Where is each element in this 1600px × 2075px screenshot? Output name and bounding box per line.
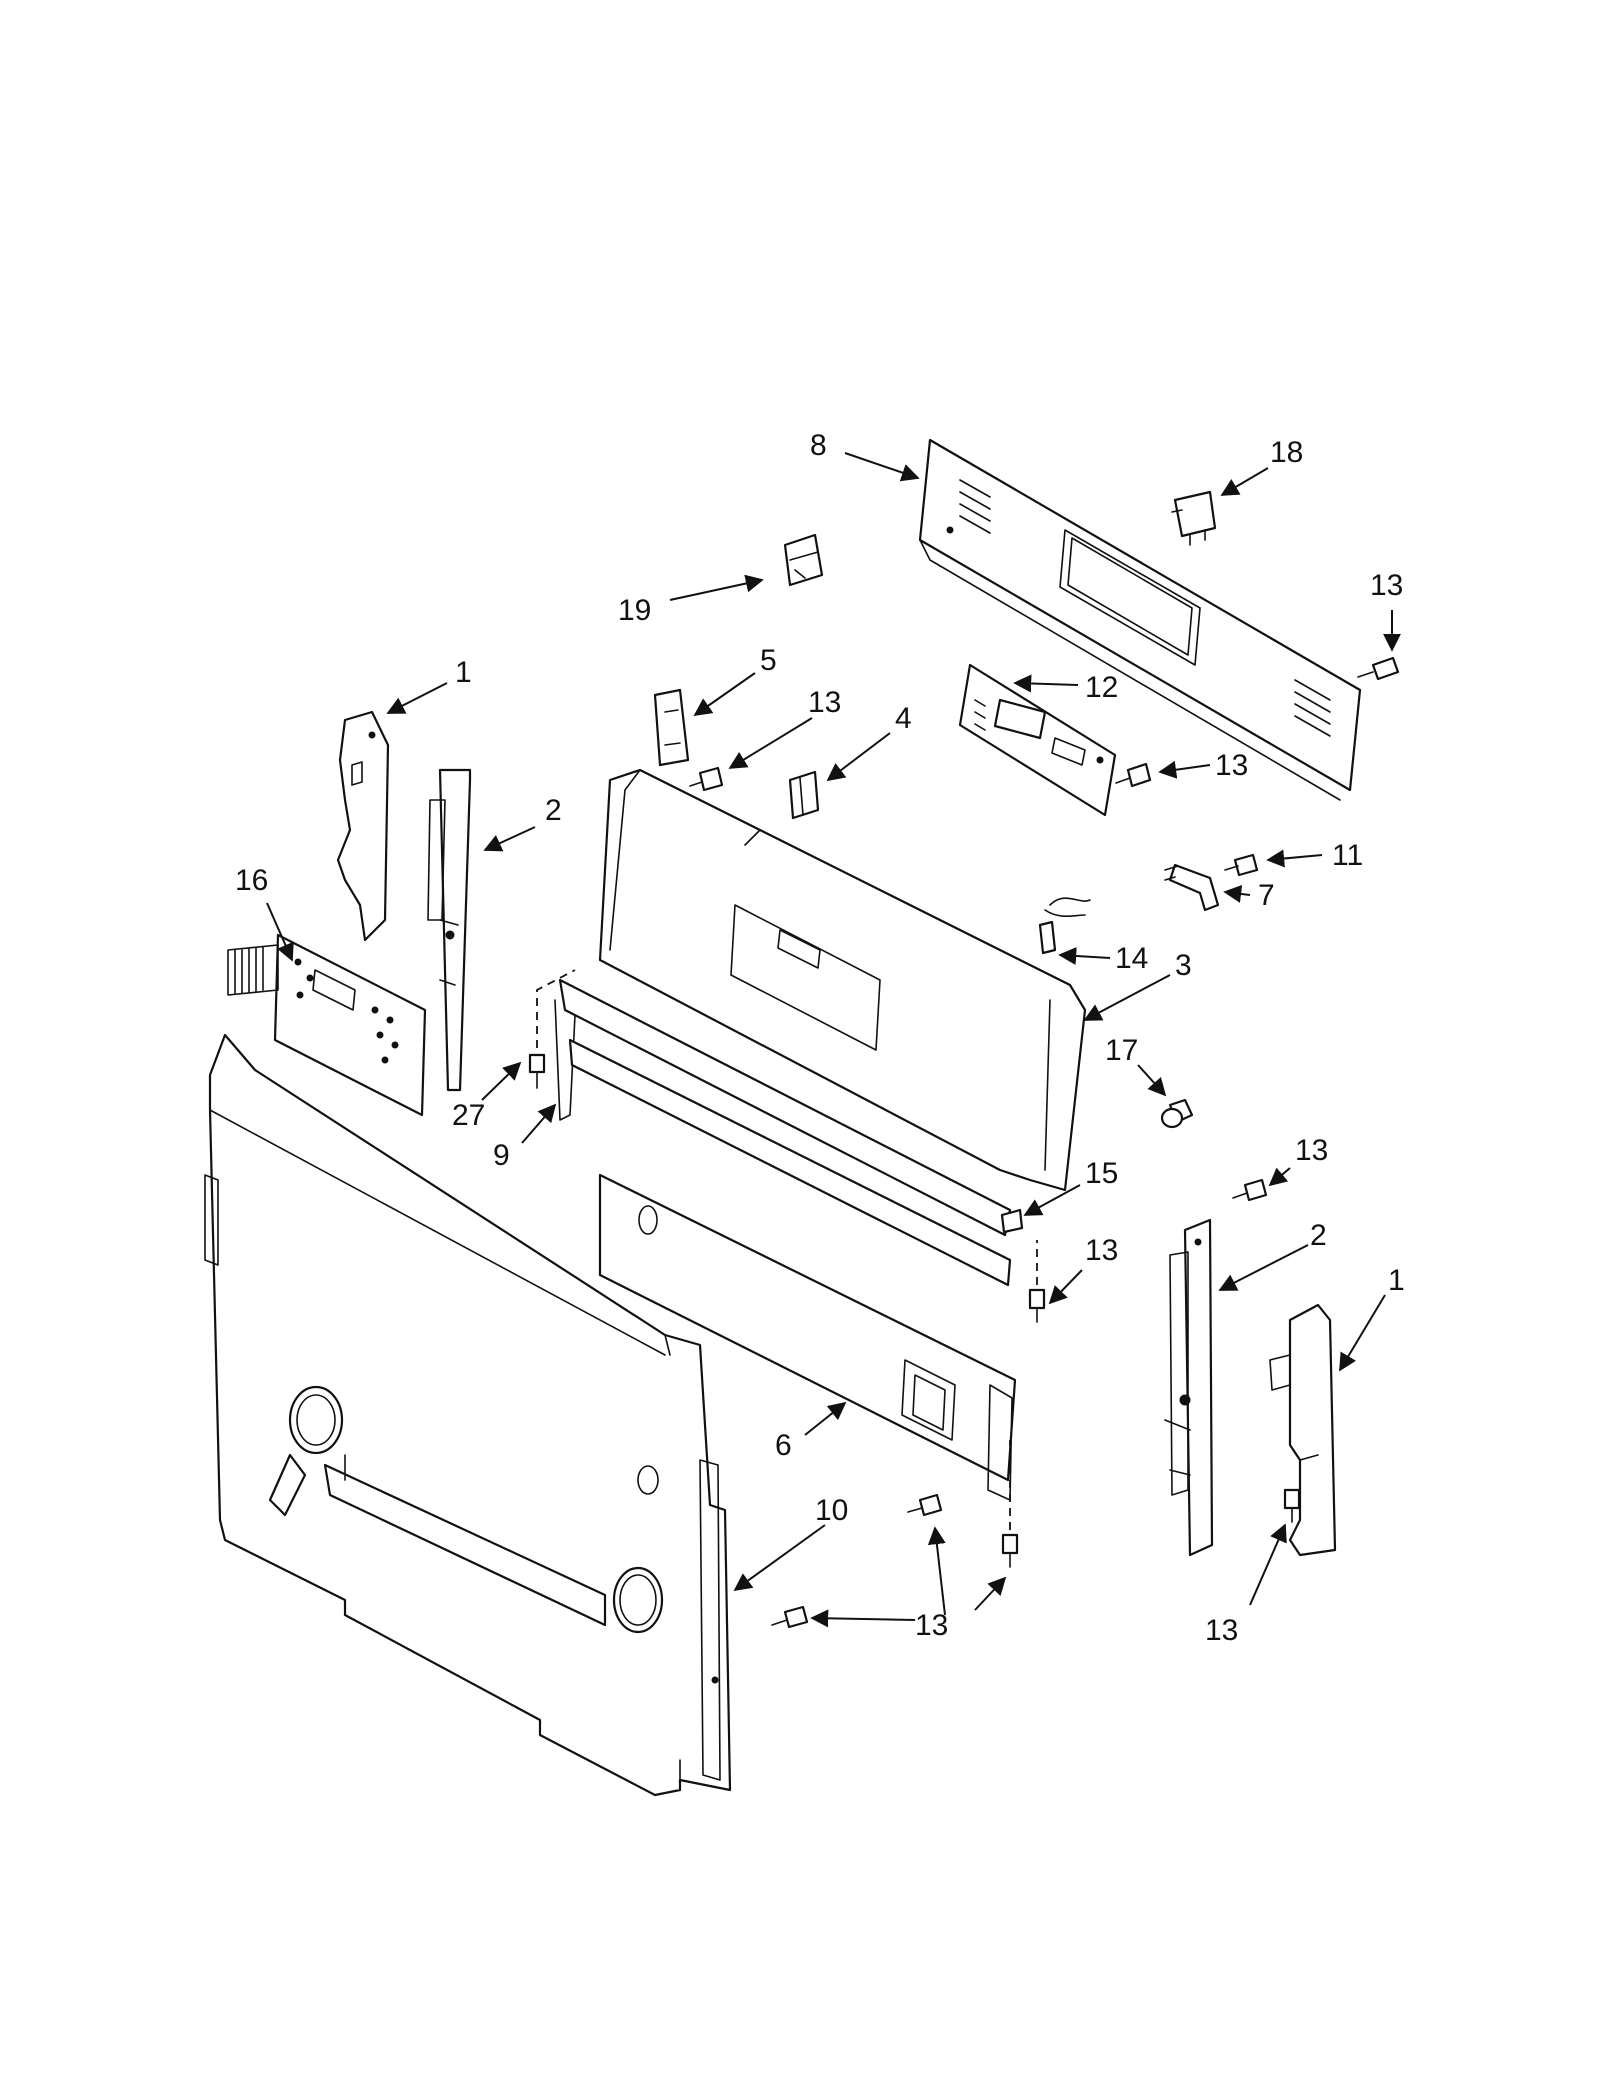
clip-part-19 (783, 533, 824, 587)
screw-13-a (1357, 656, 1400, 681)
leader-13-f-a (927, 1526, 946, 1616)
bracket-part-5 (653, 688, 690, 767)
leader-3 (1083, 974, 1171, 1021)
leader-13-f-b (974, 1576, 1007, 1611)
leader-11 (1266, 849, 1323, 868)
callout-13-f: 13 (915, 1609, 948, 1642)
callout-16: 16 (235, 864, 268, 897)
side-trim-left-part-1 (336, 710, 390, 942)
leader-16 (266, 902, 294, 962)
screw-13-c (1115, 762, 1152, 788)
screw-13-g (771, 1605, 809, 1629)
screw-11 (1224, 853, 1259, 877)
leader-6 (804, 1401, 847, 1436)
callout-14: 14 (1115, 942, 1148, 975)
assembly-line-27 (536, 969, 576, 1048)
leader-2-right (1218, 1244, 1309, 1291)
leader-4 (826, 732, 891, 782)
knob-part-17 (1160, 1098, 1194, 1129)
keypad-overlay-part-16 (227, 933, 427, 1117)
callout-12: 12 (1085, 671, 1118, 704)
callout-1-left: 1 (455, 656, 472, 689)
callout-18: 18 (1270, 436, 1303, 469)
callout-2-right: 2 (1310, 1219, 1327, 1252)
clip-part-15 (1000, 1208, 1024, 1234)
leader-13-c (1158, 760, 1211, 779)
leader-5 (693, 672, 756, 717)
callout-1-right: 1 (1388, 1264, 1405, 1297)
callout-8: 8 (810, 429, 827, 462)
bracket-part-4 (788, 770, 820, 820)
leader-18 (1220, 467, 1269, 496)
callout-13-b: 13 (808, 686, 841, 719)
callout-13-a: 13 (1370, 569, 1403, 602)
sensor-part-14 (1038, 897, 1091, 955)
screw-27 (528, 1053, 546, 1089)
screw-13-e (1232, 1178, 1268, 1202)
screw-13-right-bottom (1283, 1488, 1301, 1523)
leader-13-d (1048, 1269, 1083, 1305)
leader-27 (481, 1061, 522, 1101)
screw-13-f-right (1001, 1533, 1019, 1568)
callout-17: 17 (1105, 1034, 1138, 1067)
leader-7 (1223, 884, 1251, 903)
callout-19: 19 (618, 594, 651, 627)
side-bracket-left-part-2 (427, 768, 472, 1092)
callout-13-e: 13 (1295, 1134, 1328, 1167)
callout-10: 10 (815, 1494, 848, 1527)
callout-9: 9 (493, 1139, 510, 1172)
callout-11: 11 (1332, 839, 1363, 872)
callout-15: 15 (1085, 1157, 1118, 1190)
callout-27: 27 (452, 1099, 485, 1132)
callout-4: 4 (895, 702, 912, 735)
leader-10 (733, 1524, 826, 1592)
console-rail-part-9 (554, 978, 1012, 1287)
callout-7: 7 (1258, 879, 1275, 912)
screw-13-f-left (907, 1493, 943, 1517)
leader-17 (1137, 1064, 1167, 1097)
switch-part-18 (1171, 490, 1217, 546)
back-panel-part-10 (204, 1033, 732, 1797)
leader-1-right (1339, 1294, 1386, 1372)
leader-1-left (386, 682, 448, 714)
leader-9 (521, 1103, 557, 1144)
callout-6: 6 (775, 1429, 792, 1462)
rear-control-panel-part-8 (918, 438, 1362, 801)
control-board-part-12 (958, 663, 1117, 817)
leader-13-right-bottom (1249, 1523, 1287, 1606)
callout-3: 3 (1175, 949, 1192, 982)
control-console-part-3 (598, 768, 1087, 1192)
screw-13-b (689, 766, 724, 792)
callout-13-c: 13 (1215, 749, 1248, 782)
callout-13-d: 13 (1085, 1234, 1118, 1267)
leader-14 (1058, 946, 1111, 965)
callout-2-left: 2 (545, 794, 562, 827)
leader-2-left (483, 826, 536, 852)
leader-19 (669, 574, 764, 601)
callout-5: 5 (760, 644, 777, 677)
callout-13-g: 13 (1205, 1614, 1238, 1647)
leader-13-b (728, 717, 813, 769)
leader-12 (1013, 674, 1079, 693)
side-trim-right-part-1 (1269, 1303, 1337, 1557)
leader-8 (844, 452, 920, 482)
clip-part-7 (1164, 863, 1220, 912)
leader-13-e (1268, 1167, 1291, 1187)
leader-15 (1023, 1184, 1081, 1216)
screw-13-d (1028, 1288, 1046, 1323)
leader-13-g (810, 1609, 916, 1628)
side-bracket-right-part-2 (1164, 1218, 1214, 1557)
